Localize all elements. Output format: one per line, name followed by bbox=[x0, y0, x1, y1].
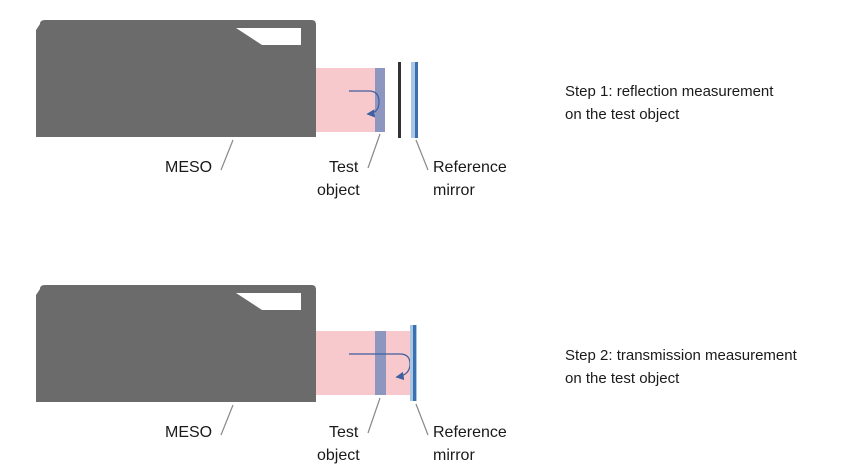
reference-mirror-dark bbox=[415, 62, 418, 138]
meso-device-body bbox=[36, 20, 316, 137]
meso-window bbox=[236, 28, 301, 45]
test-object bbox=[375, 331, 386, 395]
mirror-label-line1: Reference bbox=[433, 159, 507, 176]
beam-blocker bbox=[398, 62, 401, 138]
meso-leader bbox=[220, 139, 234, 171]
panel-step-1: MESO Test object Reference mirror Step 1… bbox=[36, 20, 774, 199]
test-object bbox=[375, 68, 385, 132]
step-1-text-line1: Step 1: reflection measurement bbox=[565, 83, 774, 100]
meso-device-body bbox=[36, 285, 316, 402]
curved-arrow-icon bbox=[349, 90, 380, 118]
meso-leader bbox=[220, 404, 234, 436]
test-object-label-line1: Test bbox=[329, 159, 359, 176]
step-2-text-line1: Step 2: transmission measurement bbox=[565, 347, 798, 364]
test-object-label-line1: Test bbox=[329, 424, 359, 441]
reference-mirror-light bbox=[411, 62, 418, 138]
mirror-leader bbox=[415, 139, 429, 171]
meso-label: MESO bbox=[165, 159, 212, 176]
measurement-beam bbox=[316, 68, 380, 132]
test-object-label-line2: object bbox=[317, 447, 360, 464]
mirror-label-line1: Reference bbox=[433, 424, 507, 441]
meso-label: MESO bbox=[165, 424, 212, 441]
mirror-label-line2: mirror bbox=[433, 182, 475, 199]
panel-step-2: MESO Test object Reference mirror Step 2… bbox=[36, 285, 798, 464]
test-object-label-line2: object bbox=[317, 182, 360, 199]
step-1-text-line2: on the test object bbox=[565, 106, 680, 123]
reference-mirror-dark bbox=[413, 325, 416, 401]
measurement-beam bbox=[316, 331, 412, 395]
step-2-text-line2: on the test object bbox=[565, 370, 680, 387]
test-object-leader bbox=[367, 397, 381, 434]
meso-window bbox=[236, 293, 301, 310]
test-object-leader bbox=[367, 133, 381, 169]
mirror-leader bbox=[415, 403, 429, 436]
mirror-label-line2: mirror bbox=[433, 447, 475, 464]
